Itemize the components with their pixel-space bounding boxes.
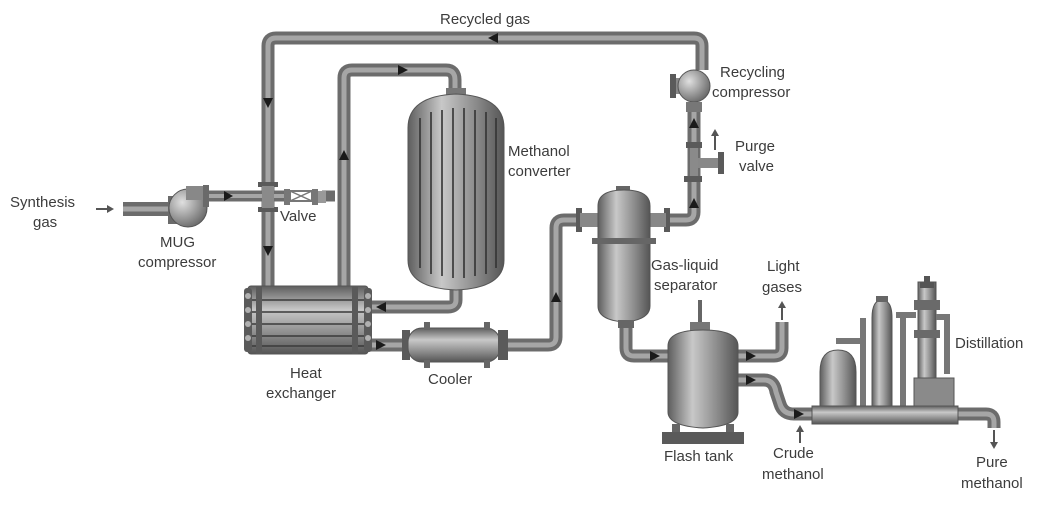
gas-liquid-separator-label-line1: Gas-liquid [651,257,719,274]
flow-arrows [224,33,804,419]
recycling-compressor-label-line1: Recycling [720,64,786,81]
distillation-label: Distillation [955,335,1024,352]
heat-exchanger-label-line1: Heat [290,365,322,382]
flow-arrow [224,191,233,201]
methanol-converter [407,88,505,291]
separator-to-flash-pipe [619,318,672,363]
flow-arrow [689,118,699,128]
purge-arrow [711,129,719,150]
recycling-compressor [670,69,711,112]
mug-compressor [168,185,209,228]
flow-arrow [746,375,756,385]
flow-arrow [746,351,756,361]
pure-methanol-pipe [950,407,1001,429]
valve-label: Valve [280,208,317,225]
heat-exchanger [244,285,372,355]
mug-compressor-label-line2: compressor [138,254,217,271]
flow-arrow [263,98,273,108]
synthesis-gas-label-line2: gas [33,214,58,231]
purge-valve-label-line2: valve [739,158,775,175]
flow-arrow [689,198,699,208]
gas-liquid-separator-label-line2: separator [654,277,718,294]
purge-valve-label-line1: Purge [735,138,776,155]
converter-to-exchanger-pipe [370,282,463,314]
crude-methanol-label-line1: Crude [773,445,814,462]
methanol-converter-label-line2: converter [508,163,571,180]
flow-arrow [794,409,804,419]
crude-methanol-label-line2: methanol [762,466,824,483]
flow-arrow [551,292,561,302]
flow-arrow [339,150,349,160]
heat-exchanger-label-line2: exchanger [266,385,337,402]
control-valve [284,189,326,205]
pure-methanol-label-line2: methanol [961,475,1023,492]
flash-tank [662,300,744,444]
flow-arrow [263,246,273,256]
light-gases-label-line1: Light [767,258,800,275]
stream-arrows [96,129,998,449]
crude-methanol-pipe [736,373,822,421]
synthesis-gas-label-line1: Synthesis [10,194,76,211]
pure-methanol-arrow [990,430,998,449]
light-gases-label-line2: gases [762,279,803,296]
recycling-compressor-label-line2: compressor [712,84,791,101]
cooler-label: Cooler [428,371,473,388]
flow-arrow [376,302,386,312]
flow-arrow [488,33,498,43]
flow-arrow [650,351,660,361]
crude-methanol-arrow [796,425,804,443]
recycle-pipe [261,31,709,290]
light-gases-arrow [778,301,786,320]
flow-arrow [398,65,408,75]
cooler-to-separator-pipe [508,213,598,352]
flash-tank-label: Flash tank [664,448,734,465]
recycled-gas-label: Recycled gas [440,11,531,28]
pure-methanol-label-line1: Pure [976,454,1008,471]
gas-liquid-separator [576,186,670,328]
mug-compressor-label-line1: MUG [160,234,195,251]
purge-valve [684,142,724,182]
flow-arrow [376,340,386,350]
light-gases-pipe [736,322,789,363]
cooler [402,322,508,368]
distillation-unit [811,276,959,425]
separator-to-recycle-pipe [648,108,701,227]
methanol-converter-label-line1: Methanol [508,143,570,160]
synthesis-gas-arrow [96,205,114,213]
valve-cross [258,182,278,212]
